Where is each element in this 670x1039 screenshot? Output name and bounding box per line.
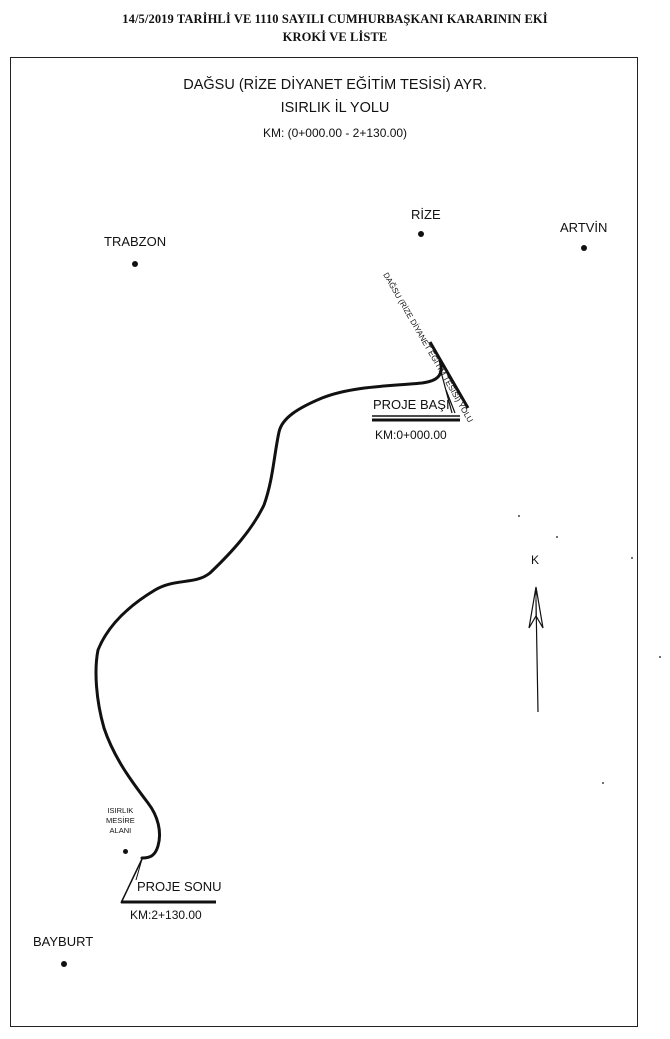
project-end-marker	[120, 858, 216, 904]
project-start-marker	[372, 367, 460, 422]
document-header-line1: 14/5/2019 TARİHLİ VE 1110 SAYILI CUMHURB…	[122, 12, 548, 26]
north-label: K	[531, 553, 540, 567]
scan-speck	[631, 557, 633, 559]
project-road-route	[94, 358, 443, 860]
project-end-km: KM:2+130.00	[130, 908, 202, 922]
map-subtitle: ISIRLIK İL YOLU	[280, 100, 390, 116]
city-label-bayburt: BAYBURT	[33, 934, 94, 949]
recreation-area-line2: MESİRE	[106, 816, 135, 825]
scan-speck	[556, 536, 558, 538]
city-label-trabzon: TRABZON	[104, 234, 167, 249]
north-arrow-icon	[528, 586, 544, 713]
recreation-area-line3: ALANI	[109, 826, 132, 835]
map-frame	[10, 57, 638, 1027]
city-marker-rize	[418, 231, 424, 237]
recreation-area-marker	[123, 849, 128, 854]
project-end-label: PROJE SONU	[137, 879, 222, 894]
project-start-km: KM:0+000.00	[375, 428, 447, 442]
scan-speck	[602, 782, 604, 784]
km-range: KM: (0+000.00 - 2+130.00)	[262, 126, 408, 140]
recreation-area-label: ISIRLIK MESİRE ALANI	[106, 806, 135, 836]
city-marker-artvin	[581, 245, 587, 251]
project-start-label: PROJE BAŞI	[373, 397, 450, 412]
scan-speck	[659, 656, 661, 658]
city-label-artvin: ARTVİN	[560, 220, 608, 235]
recreation-area-line1: ISIRLIK	[107, 806, 134, 815]
scan-speck	[518, 515, 520, 517]
city-label-rize: RİZE	[411, 207, 441, 222]
map-title: DAĞSU (RİZE DİYANET EĞİTİM TESİSİ) AYR.	[183, 77, 487, 93]
city-marker-trabzon	[132, 261, 138, 267]
city-marker-bayburt	[61, 961, 67, 967]
document-header-line2: KROKİ VE LİSTE	[282, 30, 388, 44]
existing-road-line	[428, 341, 470, 409]
